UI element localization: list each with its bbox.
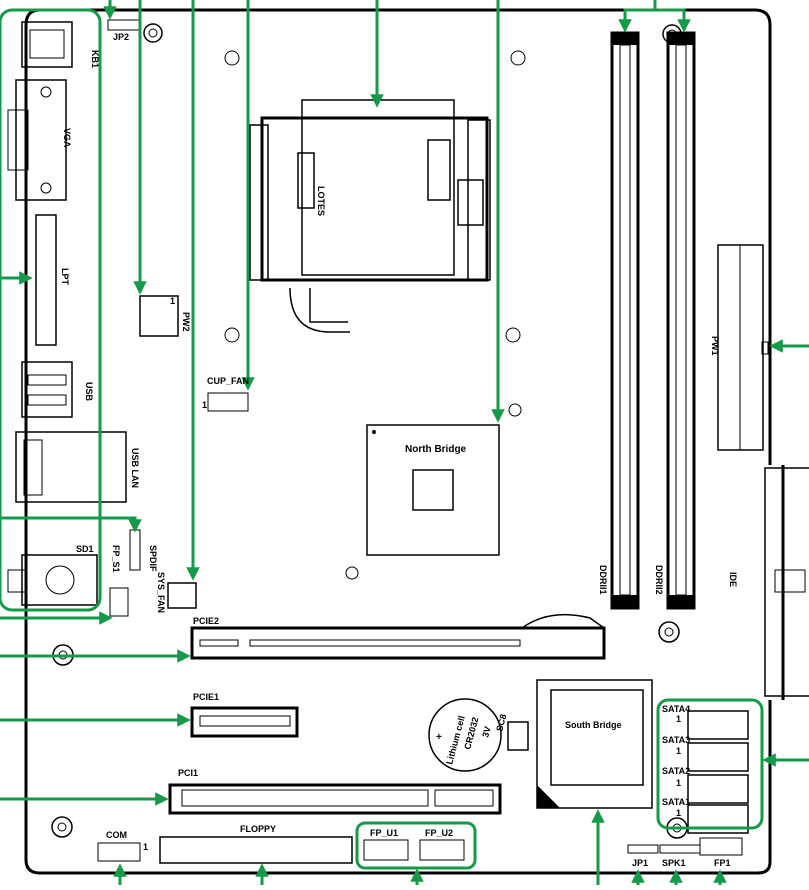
- ddrii1-label: DDRII1: [598, 565, 608, 595]
- fp-u2-label: FP_U2: [425, 828, 453, 838]
- sata4-label: SATA4: [662, 704, 690, 714]
- spdif-label: SPDIF: [148, 545, 158, 572]
- pw1-connector: [717, 244, 769, 451]
- cpu-socket: [249, 99, 491, 333]
- south-bridge-chip: [536, 679, 653, 809]
- pin1-marker: 1: [676, 746, 681, 756]
- ddr-slots: [610, 31, 696, 610]
- lpt-label: LPT: [60, 268, 70, 286]
- sata-connectors: [687, 710, 749, 834]
- north-bridge-chip: [366, 424, 500, 556]
- floppy-label: FLOPPY: [240, 824, 276, 834]
- com-label: COM: [106, 830, 127, 840]
- ide-label: IDE: [728, 572, 738, 587]
- usb-label: USB: [84, 382, 94, 402]
- fp-s1-label: FP_S1: [111, 545, 121, 573]
- pin1-marker: 1: [202, 400, 207, 410]
- sata-highlight: [656, 698, 764, 830]
- spk1-label: SPK1: [662, 858, 686, 868]
- fp-u1-label: FP_U1: [370, 828, 398, 838]
- lotes-label: LOTES: [316, 186, 326, 216]
- fp-usb-highlight: [355, 821, 477, 870]
- expansion-slots: [168, 613, 606, 815]
- cup-fan-label: CUP_FAN: [207, 376, 249, 386]
- sata2-label: SATA2: [662, 766, 690, 776]
- jp1-label: JP1: [632, 858, 648, 868]
- rear-io: [7, 21, 127, 606]
- sys-fan-label: SYS_FAN: [156, 572, 166, 613]
- battery-sc8-label: SC8: [494, 713, 508, 733]
- south-bridge-label: South Bridge: [565, 720, 622, 730]
- pcie2-label: PCIE2: [193, 616, 219, 626]
- battery-3v-label: 3V: [480, 725, 493, 738]
- battery: [428, 698, 529, 772]
- rear-io-highlight: [0, 8, 102, 612]
- pin1-marker: 1: [676, 808, 681, 818]
- board-outline: [24, 8, 785, 875]
- pin1-marker: 1: [676, 778, 681, 788]
- pin1-marker: 1: [676, 714, 681, 724]
- pin1-marker: 1: [170, 296, 175, 306]
- ide-connector: [764, 467, 809, 697]
- pw2-label: PW2: [181, 312, 191, 332]
- sd1-label: SD1: [76, 544, 94, 554]
- sata3-label: SATA3: [662, 735, 690, 745]
- pin1-marker: 1: [143, 842, 148, 852]
- vga-label: VGA: [62, 128, 72, 148]
- battery-plus-sign: +: [436, 732, 442, 743]
- north-bridge-label: North Bridge: [405, 444, 467, 455]
- usb-lan-label: USB LAN: [130, 448, 140, 488]
- fp1-label: FP1: [714, 858, 731, 868]
- kb1-label: KB1: [90, 50, 100, 68]
- pci1-label: PCI1: [178, 768, 198, 778]
- pw1-label: PW1: [710, 336, 720, 356]
- sata1-label: SATA1: [662, 797, 690, 807]
- mounting-holes: [51, 23, 688, 839]
- ddrii2-label: DDRII2: [654, 565, 664, 595]
- pcie1-label: PCIE1: [193, 692, 219, 702]
- jp2-label: JP2: [113, 32, 129, 42]
